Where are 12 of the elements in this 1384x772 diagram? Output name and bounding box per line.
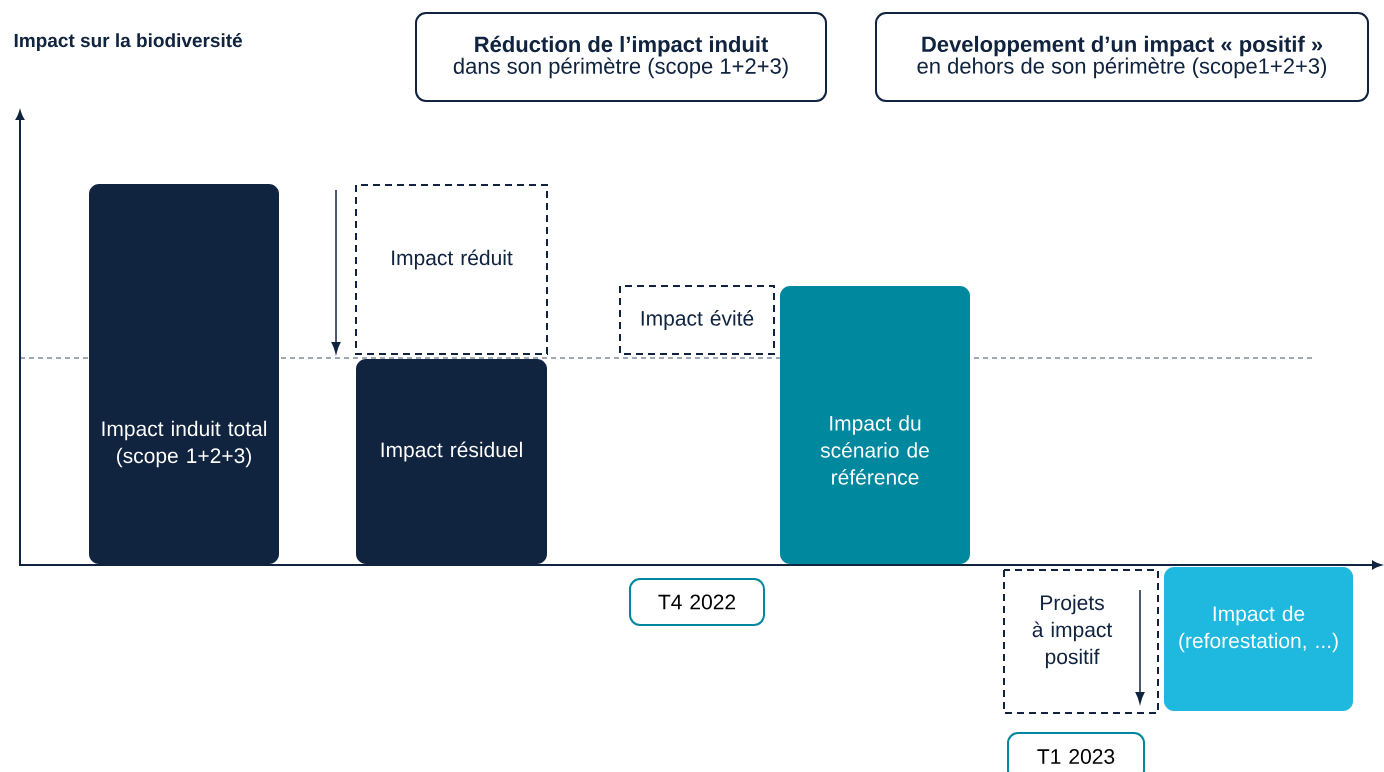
axis-label: Impact sur la biodiversité (14, 33, 242, 51)
date-tag: T4 2022 (629, 578, 765, 626)
dashed-box: Impact réduit (355, 184, 548, 355)
impact-bar: Impact résiduel (356, 359, 547, 564)
impact-bar: Impact de (reforestation, ...) (1164, 567, 1353, 711)
date-tag: T1 2023 (1007, 732, 1145, 772)
dashed-box: Projets à impact positif (1003, 569, 1159, 714)
heading-box: Réduction de l’impact induit dans son périmètre (scope 1+2+3) (415, 12, 827, 102)
impact-bar: Impact du scénario de référence (780, 286, 970, 564)
dashed-box: Impact évité (619, 285, 775, 355)
heading-box: Developpement d’un impact « positif » en dehors de son périmètre (scope1+2+3) (875, 12, 1369, 102)
impact-bar: Impact induit total (scope 1+2+3) (89, 184, 279, 564)
